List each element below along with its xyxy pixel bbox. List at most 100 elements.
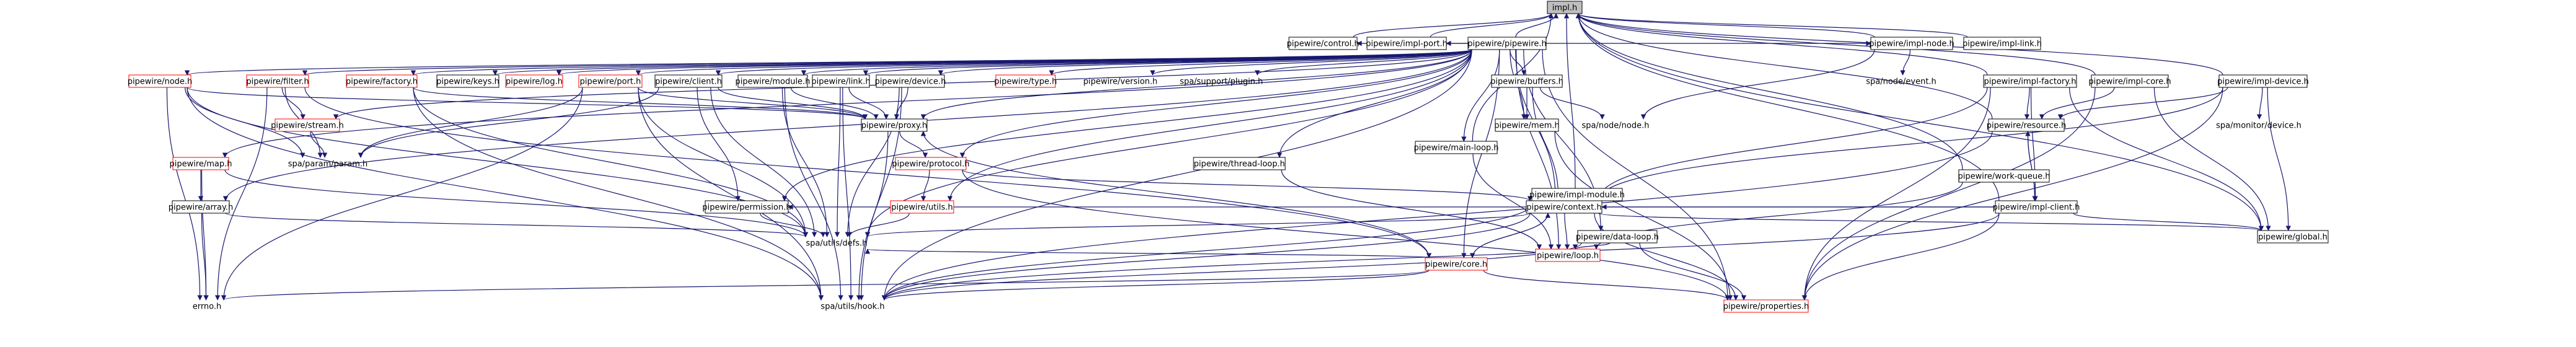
- node-label: errno.h: [193, 302, 222, 312]
- node-box: [275, 118, 340, 132]
- node-impl-module-h[interactable]: pipewire/impl-module.h: [1529, 188, 1625, 201]
- edge-client-h-to-param-h: [358, 87, 659, 158]
- node-impl-client-h[interactable]: pipewire/impl-client.h: [1993, 200, 2080, 214]
- node-map-h[interactable]: pipewire/map.h: [169, 157, 232, 170]
- node-impl-core-h[interactable]: pipewire/impl-core.h: [2088, 74, 2171, 88]
- node-label: pipewire/resource.h: [1987, 121, 2066, 131]
- node-loop-h[interactable]: pipewire/loop.h: [1535, 248, 1601, 262]
- node-box: [1870, 37, 1953, 50]
- edge-node-h-to-errno-h: [166, 87, 203, 301]
- node-box: [1547, 1, 1583, 14]
- node-impl-link-h[interactable]: pipewire/impl-link.h: [1963, 37, 2042, 50]
- node-core-h[interactable]: pipewire/core.h: [1425, 257, 1488, 271]
- node-label: pipewire/impl-client.h: [1993, 203, 2080, 213]
- edge-core-h-to-defs-h: [865, 248, 1430, 258]
- node-label: pipewire/global.h: [2258, 233, 2328, 242]
- node-label: pipewire/utils.h: [891, 203, 953, 213]
- node-impl-factory-h[interactable]: pipewire/impl-factory.h: [1983, 74, 2077, 88]
- node-box: [1995, 200, 2078, 214]
- edge-pipewire-h-to-version-h: [1150, 49, 1472, 76]
- edge-protocol-h-to-context-h: [962, 169, 1532, 201]
- node-box: [172, 200, 230, 214]
- edge-impl-core-h-to-impl-h: [1575, 13, 2096, 76]
- node-stream-h[interactable]: pipewire/stream.h: [271, 118, 344, 132]
- node-work-queue-h[interactable]: pipewire/work-queue.h: [1958, 169, 2051, 183]
- edge-pipewire-h-to-map-h: [222, 49, 1472, 158]
- node-link-h[interactable]: pipewire/link.h: [811, 74, 871, 88]
- edge-pipewire-h-to-keys-h: [493, 49, 1472, 76]
- edge-buffers-h-to-spa-node-h: [1539, 87, 1605, 120]
- node-resource-h[interactable]: pipewire/resource.h: [1987, 118, 2066, 132]
- edge-impl-link-h-to-impl-h: [1576, 13, 1968, 38]
- node-box: [578, 74, 643, 88]
- node-label: pipewire/permission.h: [702, 203, 791, 213]
- node-impl-port-h[interactable]: pipewire/impl-port.h: [1366, 37, 1448, 50]
- edge-impl-device-h-to-resource-h: [2057, 87, 2228, 120]
- node-hook-h: spa/utils/hook.h: [820, 302, 884, 312]
- node-data-loop-h[interactable]: pipewire/data-loop.h: [1576, 230, 1659, 244]
- node-label: pipewire/work-queue.h: [1958, 172, 2050, 182]
- node-array-h[interactable]: pipewire/array.h: [169, 200, 233, 214]
- node-main-loop-h[interactable]: pipewire/main-loop.h: [1413, 141, 1499, 154]
- edge-impl-device-h-to-context-h: [1595, 87, 2223, 201]
- node-control-h[interactable]: pipewire/control.h: [1286, 37, 1360, 50]
- edge-pipewire-h-to-array-h: [222, 49, 1472, 201]
- node-label: spa/utils/hook.h: [820, 302, 884, 312]
- node-label: pipewire/control.h: [1286, 40, 1359, 49]
- edge-pipewire-h-to-device-h: [938, 49, 1472, 76]
- node-type-h[interactable]: pipewire/type.h: [994, 74, 1057, 88]
- edge-core-h-to-context-h: [1472, 213, 1551, 258]
- node-node-h[interactable]: pipewire/node.h: [128, 74, 193, 88]
- node-buffers-h[interactable]: pipewire/buffers.h: [1490, 74, 1563, 88]
- node-pipewire-h[interactable]: pipewire/pipewire.h: [1467, 37, 1547, 50]
- node-box: [172, 157, 229, 170]
- node-defs-h: spa/utils/defs.h: [806, 239, 867, 248]
- node-thread-loop-h[interactable]: pipewire/thread-loop.h: [1193, 157, 1286, 170]
- edge-context-h-to-defs-h: [865, 213, 1531, 237]
- edge-impl-device-h-to-monitor-device-h: [2256, 87, 2263, 120]
- node-impl-device-h[interactable]: pipewire/impl-device.h: [2217, 74, 2309, 88]
- node-label: pipewire/protocol.h: [892, 160, 969, 169]
- node-global-h[interactable]: pipewire/global.h: [2257, 230, 2329, 244]
- edge-impl-module-h-to-hook-h: [881, 200, 1536, 301]
- node-filter-h[interactable]: pipewire/filter.h: [246, 74, 309, 88]
- node-box: [1988, 118, 2065, 132]
- node-factory-h[interactable]: pipewire/factory.h: [346, 74, 418, 88]
- node-protocol-h[interactable]: pipewire/protocol.h: [892, 157, 970, 170]
- node-box: [1983, 74, 2077, 88]
- node-proxy-h[interactable]: pipewire/proxy.h: [861, 118, 928, 132]
- edge-filter-h-to-core-h: [304, 87, 1432, 258]
- node-mem-h[interactable]: pipewire/mem.h: [1494, 118, 1560, 132]
- node-properties-h[interactable]: pipewire/properties.h: [1723, 299, 1809, 313]
- edge-pipewire-h-to-properties-h: [1542, 49, 1731, 301]
- node-permission-h[interactable]: pipewire/permission.h: [702, 200, 791, 214]
- node-module-h[interactable]: pipewire/module.h: [736, 74, 811, 88]
- node-context-h[interactable]: pipewire/context.h: [1526, 200, 1602, 214]
- edge-link-h-to-defs-h: [834, 87, 841, 237]
- node-box: [876, 74, 945, 88]
- edge-pipewire-h-to-defs-h: [864, 49, 1472, 237]
- edge-filter-h-to-stream-h: [281, 87, 306, 120]
- node-box: [895, 157, 967, 170]
- node-impl-h[interactable]: impl.h: [1547, 1, 1583, 14]
- edge-proxy-h-to-hook-h: [856, 131, 889, 301]
- node-box: [2091, 74, 2169, 88]
- node-log-h[interactable]: pipewire/log.h: [505, 74, 563, 88]
- edge-array-h-to-errno-h: [201, 213, 209, 301]
- node-label: pipewire/device.h: [875, 77, 946, 87]
- edge-pipewire-h-to-hook-h: [881, 49, 1472, 301]
- node-impl-node-h[interactable]: pipewire/impl-node.h: [1869, 37, 1954, 50]
- node-box: [705, 200, 789, 214]
- node-utils-h[interactable]: pipewire/utils.h: [890, 200, 954, 214]
- edge-pipewire-h-to-permission-h: [781, 49, 1472, 201]
- node-box: [1723, 299, 1809, 313]
- edge-utils-h-to-defs-h: [846, 213, 910, 237]
- node-device-h[interactable]: pipewire/device.h: [875, 74, 946, 88]
- node-client-h[interactable]: pipewire/client.h: [654, 74, 723, 88]
- node-keys-h[interactable]: pipewire/keys.h: [436, 74, 499, 88]
- edge-module-h-to-defs-h: [781, 87, 830, 237]
- edge-impl-client-h-to-resource-h: [2025, 131, 2036, 201]
- node-port-h[interactable]: pipewire/port.h: [578, 74, 643, 88]
- edge-control-h-to-impl-h: [1353, 13, 1554, 38]
- edge-core-h-to-properties-h: [1483, 270, 1731, 301]
